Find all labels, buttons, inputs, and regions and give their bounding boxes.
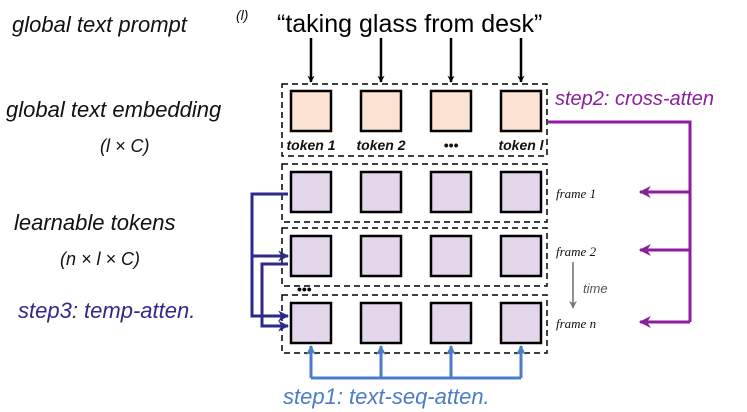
learnable-square-f1-3 [429,170,473,214]
frame-label-2: frame 2 [556,244,597,259]
step1-label: step1: text-seq-atten. [283,384,490,409]
prompt-symbol: (l) [236,7,248,23]
learnable-title: learnable tokens [14,210,175,235]
frame-n-group-box [281,294,548,354]
row-ellipsis: ••• [297,281,312,297]
learnable-square-fn-2 [359,301,403,345]
learnable-square-f2-2 [359,234,403,278]
token-square-2 [359,89,403,133]
token-square-4 [499,89,543,133]
frame-1-group-box [281,163,548,223]
token-label-3: ••• [444,137,459,153]
embedding-dims: (l × C) [100,136,150,156]
token-square-3 [429,89,473,133]
learnable-square-f2-4 [499,234,543,278]
embedding-group-box [281,83,548,157]
step2-label: step2: cross-atten [555,88,714,110]
learnable-square-fn-4 [499,301,543,345]
learnable-square-fn-1 [289,301,333,345]
frame-label-1: frame 1 [556,186,596,201]
token-label-4: token l [498,137,544,153]
frame-label-n: frame n [556,316,596,331]
step2-bus-line [548,120,692,322]
learnable-square-f2-1 [289,234,333,278]
learnable-square-f1-1 [289,170,333,214]
step3-label: step3: temp-atten. [18,298,195,323]
frame-2-group-box [281,227,548,287]
learnable-square-fn-3 [429,301,473,345]
step3-path-inner [260,262,290,332]
prompt-title: global text prompt [12,12,188,37]
prompt-quote: “taking glass from desk” [277,10,542,38]
token-label-2: token 2 [356,137,405,153]
token-label-1: token 1 [286,137,335,153]
learnable-square-f1-2 [359,170,403,214]
time-label: time [583,281,608,296]
token-square-1 [289,89,333,133]
learnable-square-f1-4 [499,170,543,214]
learnable-square-f2-3 [429,234,473,278]
learnable-dims: (n × l × C) [60,249,140,269]
embedding-title: global text embedding [6,97,222,122]
